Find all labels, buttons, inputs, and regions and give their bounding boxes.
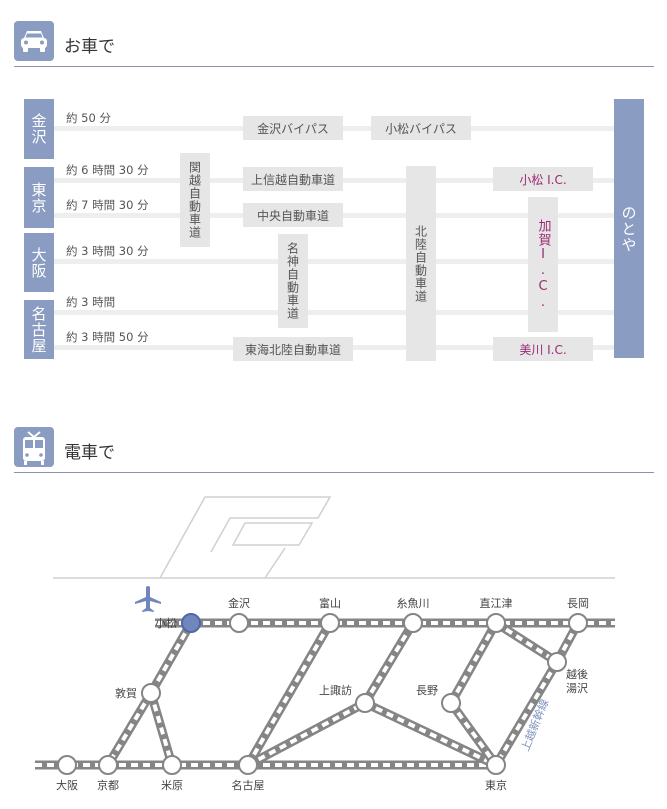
rail-line (149, 692, 174, 766)
station-label: 上諏訪 (319, 683, 352, 697)
divider (14, 66, 654, 67)
station-label: 糸魚川 (397, 597, 430, 610)
station-marker (98, 755, 118, 775)
station-marker (229, 613, 249, 633)
station-marker (441, 693, 461, 713)
station-label: 金沢 (228, 596, 250, 610)
rail-line (494, 621, 559, 664)
station-label: 名古屋 (232, 778, 265, 792)
station-label: 京都 (97, 778, 119, 792)
station-label: 東京 (485, 778, 507, 792)
road-hokuriku: 北陸自動車道 (406, 166, 436, 361)
station-marker (238, 755, 258, 775)
city-osaka: 大阪 (24, 233, 54, 292)
city-label: 東京 (29, 181, 48, 214)
rail-line (149, 622, 193, 694)
station-label-echigo-yuzawa: 越後湯沢 (566, 668, 588, 695)
route-line (54, 310, 614, 315)
rail-line (363, 621, 415, 705)
travel-time: 約 50 分 (66, 111, 111, 125)
city-label: 金沢 (29, 113, 48, 145)
travel-time: 約 6 時間 30 分 (66, 163, 149, 177)
station-marker (57, 755, 77, 775)
road-joshinetsu: 上信越自動車道 (243, 167, 343, 191)
rail-line (449, 622, 498, 704)
decorative-f-shape (53, 496, 615, 579)
interchange-komatsu: 小松 I.C. (493, 167, 593, 191)
rail-line (247, 701, 366, 767)
station-label: 長野 (416, 684, 438, 697)
interchange-kaga: 加賀I.C. (528, 197, 558, 332)
road-komatsu-bypass: 小松バイパス (371, 116, 471, 140)
rail-line (106, 691, 153, 767)
city-label: 名古屋 (29, 305, 48, 354)
road-kanetsu: 関越自動車道 (180, 153, 210, 247)
station-label: 大阪 (56, 778, 78, 792)
station-marker (181, 613, 201, 633)
station-marker (403, 613, 423, 633)
city-label: 大阪 (29, 246, 48, 279)
divider (14, 472, 654, 473)
station-marker (141, 683, 161, 703)
station-label: 長岡 (567, 597, 589, 610)
road-hokuriku-label: 北陸自動車道 (413, 224, 428, 303)
station-label: 直江津 (480, 596, 513, 610)
rail-line (246, 621, 332, 767)
station-label: 敦賀 (115, 686, 137, 700)
car-icon (14, 21, 54, 61)
station-marker (486, 755, 506, 775)
road-tokai-hokuriku: 東海北陸自動車道 (233, 337, 353, 361)
travel-time: 約 3 時間 (66, 295, 116, 309)
station-label: 富山 (319, 596, 341, 610)
road-kanetsu-label: 関越自動車道 (187, 161, 202, 239)
station-marker (355, 693, 375, 713)
station-marker (568, 613, 588, 633)
station-marker (547, 652, 567, 672)
destination-notoya: のとや (614, 99, 644, 358)
station-marker (320, 613, 340, 633)
train-icon (14, 427, 54, 467)
rail-line (494, 660, 559, 767)
station-label: 米原 (161, 779, 183, 792)
city-tokyo: 東京 (24, 167, 54, 228)
road-meishin-label: 名神自動車道 (285, 242, 300, 320)
section-title-car: お車で (64, 37, 115, 57)
interchange-mikawa: 美川 I.C. (493, 337, 593, 361)
station-marker (162, 755, 182, 775)
travel-time: 約 7 時間 30 分 (66, 198, 149, 212)
interchange-kaga-label: 加賀I.C. (535, 218, 551, 311)
rail-line (449, 701, 498, 767)
station-label: 小松 (155, 616, 177, 630)
route-line (54, 259, 614, 264)
rail-line (364, 701, 497, 767)
train-route-map: 小松金沢富山糸魚川直江津長岡敦賀上諏訪長野大阪京都米原名古屋東京 上越新幹線 (35, 496, 615, 792)
destination-label: のとや (619, 204, 638, 253)
travel-time: 約 3 時間 30 分 (66, 244, 149, 258)
travel-time: 約 3 時間 50 分 (66, 330, 149, 344)
city-nagoya: 名古屋 (24, 300, 54, 359)
airplane-icon (135, 586, 161, 612)
road-chuo: 中央自動車道 (243, 203, 343, 227)
station-marker (486, 613, 506, 633)
city-kanazawa: 金沢 (24, 99, 54, 159)
road-meishin: 名神自動車道 (278, 234, 308, 328)
section-title-train: 電車で (64, 443, 115, 463)
road-kanazawa-bypass: 金沢バイパス (243, 116, 343, 140)
